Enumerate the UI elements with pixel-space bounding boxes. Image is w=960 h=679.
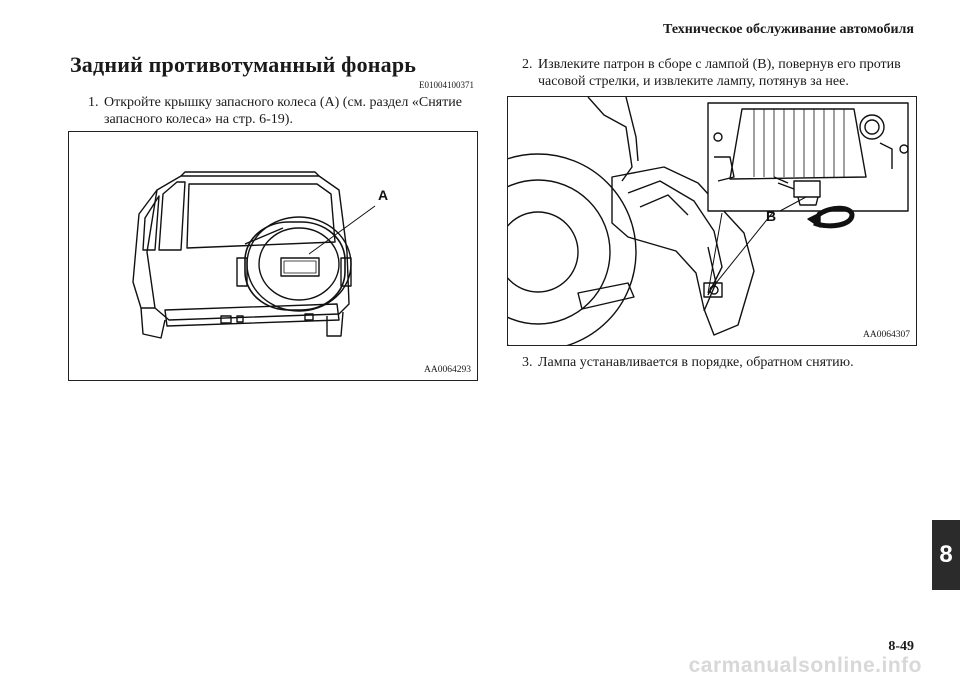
watermark: carmanualsonline.info [0,654,960,679]
section-code: E01004100371 [419,80,474,90]
running-header: Техническое обслуживание автомобиля [663,22,914,37]
chapter-tab: 8 [932,520,960,590]
fog-lamp-removal-illustration: B [439,96,909,351]
step-1-number: 1. [88,95,99,110]
section-title: Задний противотуманный фонарь [70,52,417,77]
step-1-text-line2: запасного колеса» на стр. 6-19). [104,112,293,127]
step-1-text-line1: Откройте крышку запасного колеса (A) (см… [104,95,462,110]
step-3-number: 3. [522,355,533,370]
watermark-text: carmanualsonline.info [688,654,922,677]
vehicle-rear-illustration: A [132,171,388,339]
step-1: 1. Откройте крышку запасного колеса (A) (… [88,94,488,128]
step-2-number: 2. [522,57,533,72]
label-a: A [378,187,388,203]
step-3-text-line1: Лампа устанавливается в порядке, обратно… [538,355,854,370]
figure-left-code: AA0064293 [424,365,471,375]
step-2-text-line2: часовой стрелки, и извлеките лампу, потя… [538,74,849,89]
page-number: 8-49 [888,639,914,654]
label-b: B [766,208,776,224]
figure-spare-wheel: A AA0064293 [68,131,478,381]
step-2-text-line1: Извлеките патрон в сборе с лампой (B), п… [538,57,901,72]
figure-fog-lamp: B AA0064307 [439,96,917,351]
step-2: 2. Извлеките патрон в сборе с лампой (B),… [522,56,942,90]
figure-right-code: AA0064307 [863,330,910,340]
step-3: 3. Лампа устанавливается в порядке, обрат… [522,354,942,371]
